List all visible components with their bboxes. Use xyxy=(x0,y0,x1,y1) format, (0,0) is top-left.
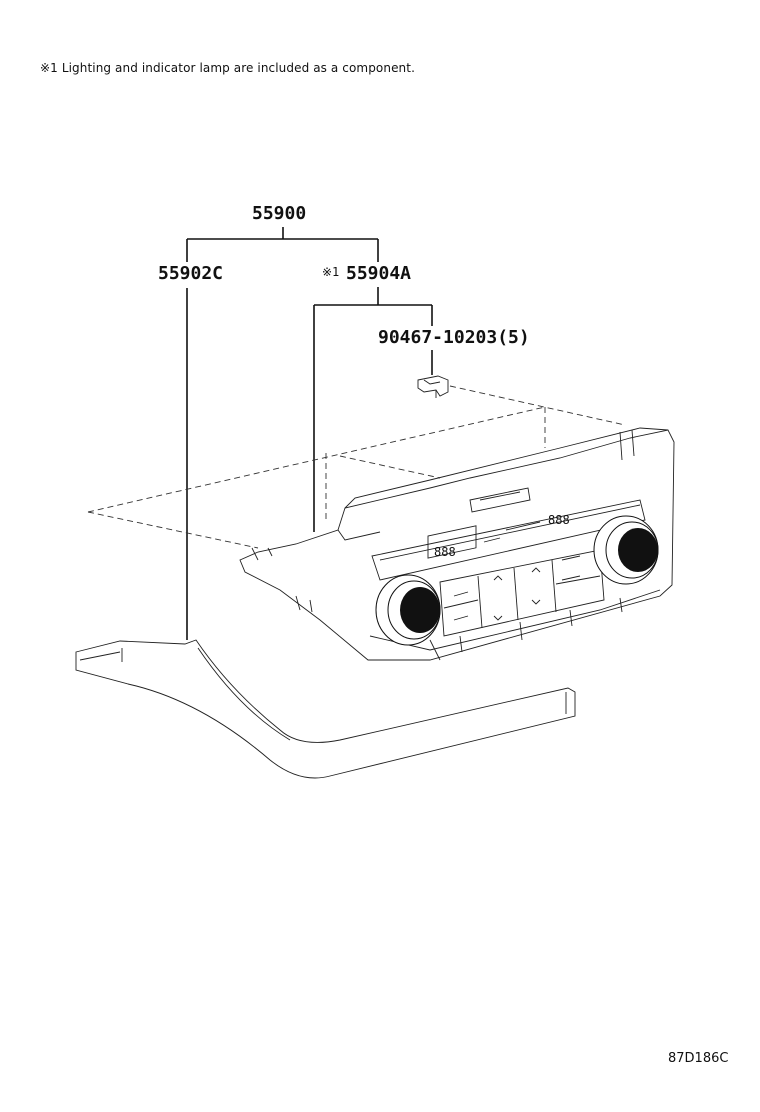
footnote: ※1 Lighting and indicator lamp are inclu… xyxy=(40,61,415,75)
footnote-text: Lighting and indicator lamp are included… xyxy=(61,61,415,75)
right-temp-readout: 888 xyxy=(548,513,570,527)
diagram-code: 87D186C xyxy=(668,1051,729,1066)
leader-lines xyxy=(186,227,433,640)
part-number-90467: 90467-10203(5) xyxy=(378,327,530,348)
footnote-marker: ※1 xyxy=(40,61,58,75)
climate-control-unit: 888 888 xyxy=(239,427,675,661)
mounting-guides xyxy=(87,385,626,549)
clip-part xyxy=(417,375,449,398)
part-marker-55904a: ※1 xyxy=(322,265,339,279)
lower-trim-panel xyxy=(75,639,576,779)
left-temp-readout: 888 xyxy=(434,545,456,559)
part-number-55900: 55900 xyxy=(252,203,306,224)
part-number-55902c: 55902C xyxy=(158,263,223,284)
part-number-55904a: 55904A xyxy=(346,263,411,284)
